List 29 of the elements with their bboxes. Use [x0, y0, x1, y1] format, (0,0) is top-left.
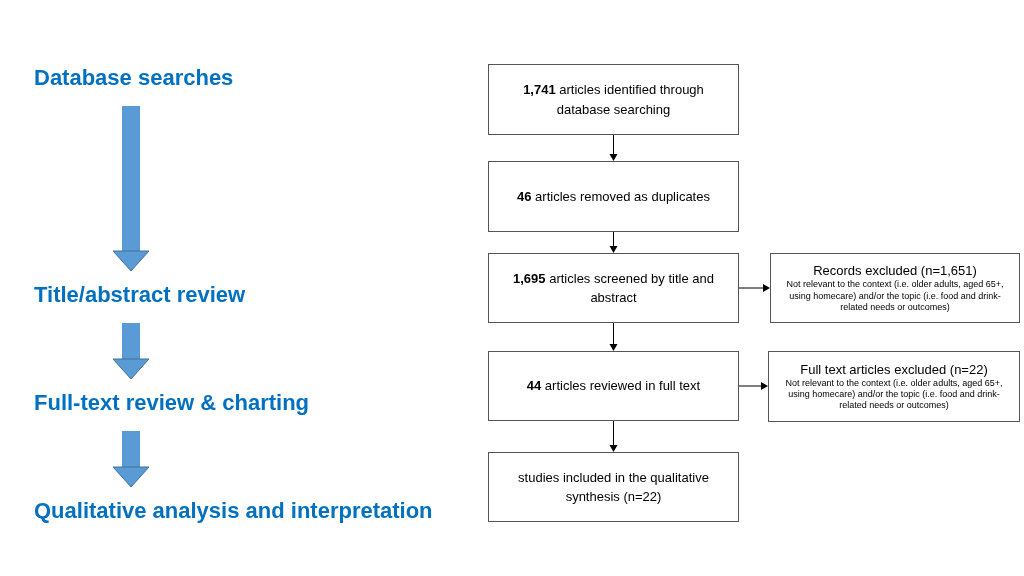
stage-label: Qualitative analysis and interpretation — [34, 497, 468, 525]
arrow — [738, 382, 768, 390]
box-text: 46 articles removed as duplicates — [517, 187, 710, 206]
stage-label: Full-text review & charting — [34, 389, 344, 417]
box-text: 1,695 articles screened by title and abstract — [512, 269, 715, 307]
arrow — [609, 231, 618, 253]
exclusion-box — [770, 253, 1020, 323]
block-arrow — [112, 106, 150, 272]
process-box — [488, 161, 739, 232]
arrow — [609, 134, 618, 161]
process-box — [488, 452, 739, 522]
box-text: studies included in the qualitative synthesis (n=22) — [517, 468, 710, 506]
exclusion-heading: Full text articles excluded (n=22) — [800, 361, 988, 378]
process-box — [488, 64, 739, 135]
arrow — [609, 322, 618, 351]
exclusion-heading: Records excluded (n=1,651) — [813, 263, 977, 280]
exclusion-box — [768, 351, 1020, 422]
arrow — [738, 284, 770, 292]
box-text: 44 articles reviewed in full text — [526, 377, 701, 396]
block-arrow — [112, 431, 150, 488]
process-box — [488, 351, 739, 421]
arrow — [609, 420, 618, 452]
block-arrow — [112, 323, 150, 380]
stage-label: Title/abstract review — [34, 281, 284, 309]
exclusion-note: Not relevant to the context (i.e. older adults, aged 65+, using homecare) and/or the topic (i.e. food and drink-related needs or outcomes) — [784, 377, 1004, 412]
stage-label: Database searches — [34, 64, 264, 92]
exclusion-note: Not relevant to the context (i.e. older adults, aged 65+, using homecare) and/or the topic (i.e. food and drink-related needs or outcomes) — [785, 279, 1005, 313]
box-text: 1,741 articles identified through database searching — [522, 81, 705, 119]
process-box — [488, 253, 739, 323]
